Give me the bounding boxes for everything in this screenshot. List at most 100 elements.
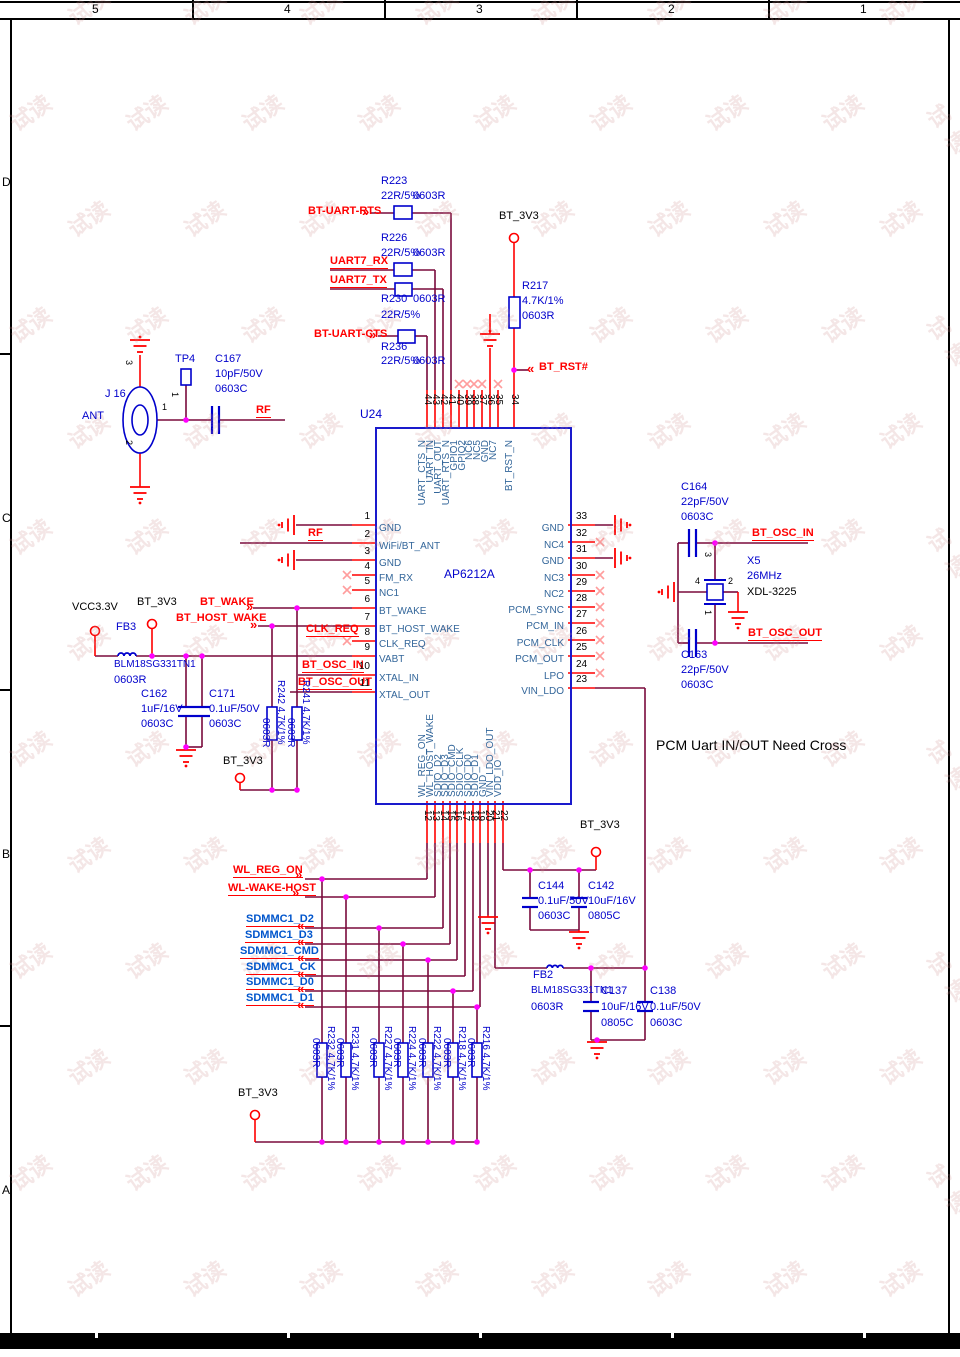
res-r217-fp: 0603R xyxy=(522,310,555,322)
chevron: « xyxy=(297,934,305,949)
frame-right-line xyxy=(948,18,950,1333)
chevron: » xyxy=(246,599,254,614)
res-r236-fp: 0603R xyxy=(413,355,446,367)
net-sdmmc1-d1: SDMMC1_D1 xyxy=(246,992,314,1006)
zone-left-D: D xyxy=(2,175,11,189)
resistor-body xyxy=(340,1042,352,1078)
pin-name-9: VABT xyxy=(379,654,405,665)
no-connect-x xyxy=(493,379,503,389)
frame-bottom-bar xyxy=(0,1333,960,1349)
resistor-body xyxy=(394,282,413,297)
frame-notch xyxy=(671,1333,674,1338)
ic-body-u24 xyxy=(375,427,572,805)
ground-symbol xyxy=(486,931,490,935)
chevron: « xyxy=(527,361,535,376)
pin-name-10: XTAL_IN xyxy=(379,673,419,684)
power-port xyxy=(249,1109,261,1121)
pin-number-3: 3 xyxy=(364,546,370,557)
cap-c167: C167 xyxy=(215,353,242,365)
net-bt-uart-cts: BT-UART-CTS xyxy=(314,328,388,340)
net-bt-uart-rts: BT-UART-RTS xyxy=(308,205,382,217)
junction-dot xyxy=(588,965,594,971)
chevron: « xyxy=(297,997,305,1012)
res-r226: R226 xyxy=(381,232,408,244)
frame-tick xyxy=(0,1025,10,1027)
pin-num: 1 xyxy=(703,610,713,616)
resistor-body xyxy=(397,1042,409,1078)
chevron: » xyxy=(250,617,258,632)
pin-name-4: FM_RX xyxy=(379,573,413,584)
pin-number-5: 5 xyxy=(364,576,370,587)
pin-name-35: NC7 xyxy=(488,440,499,461)
resistor-body xyxy=(447,1042,459,1078)
cap-c163-fp: 0603C xyxy=(681,679,714,691)
res-r224-fp: 0603R xyxy=(391,1038,402,1068)
zone-left-A: A xyxy=(2,1183,11,1197)
pwr-vcc33: VCC3.3V xyxy=(72,601,118,613)
pin-number-25: 25 xyxy=(576,642,588,653)
res-r223: R223 xyxy=(381,175,408,187)
cap-c163-value: 22pF/50V xyxy=(681,664,729,676)
frame-top-inner-line xyxy=(0,18,960,20)
res-r231-fp: 0603R xyxy=(334,1038,345,1068)
cap-c164: C164 xyxy=(681,481,708,493)
pin-number-1: 1 xyxy=(364,511,370,522)
pin-num: 4 xyxy=(695,576,701,586)
junction-dot xyxy=(474,1004,480,1010)
net-wl-wake-host: WL-WAKE-HOST xyxy=(228,882,316,896)
junction-dot xyxy=(199,653,205,659)
pin-number-32: 32 xyxy=(576,528,588,539)
cap-c164-fp: 0603C xyxy=(681,511,714,523)
no-connect-x xyxy=(342,585,352,595)
pin-name-30: NC3 xyxy=(543,573,564,584)
fb2-value: BLM18SG331TN1 xyxy=(531,985,613,996)
pin-number-30: 30 xyxy=(576,561,588,572)
junction-dot xyxy=(183,417,189,423)
junction-dot xyxy=(425,1139,431,1145)
ic-designator: U24 xyxy=(360,407,383,421)
junction-dot xyxy=(294,787,300,793)
fb2: FB2 xyxy=(533,969,554,981)
res-r216: R216 4.7K/1% xyxy=(480,1026,491,1091)
frame-tick xyxy=(192,0,194,18)
pin-name-1: GND xyxy=(379,523,402,534)
resistor-body xyxy=(316,1042,328,1078)
pin-num: 3 xyxy=(124,360,134,366)
cap-c144-value: 0.1uF/50V xyxy=(538,895,589,907)
pin-name-29: NC2 xyxy=(543,589,564,600)
junction-dot xyxy=(400,1139,406,1145)
pin-number-28: 28 xyxy=(576,593,588,604)
fb3: FB3 xyxy=(116,621,137,633)
pin-number-4: 4 xyxy=(364,561,370,572)
ground-symbol xyxy=(277,558,281,562)
junction-dot xyxy=(376,1139,382,1145)
pin-name-23: VIN_LDO xyxy=(521,686,564,697)
chevron: « xyxy=(297,950,305,965)
res-r224: R224 4.7K/1% xyxy=(406,1026,417,1091)
junction-dot xyxy=(319,1139,325,1145)
pin-name-34: BT_RST_N xyxy=(504,440,515,492)
antenna-symbol xyxy=(122,386,158,454)
inductor-coil xyxy=(546,964,564,969)
ground-symbol xyxy=(736,626,740,630)
net-bt-osc-out: BT_OSC_OUT xyxy=(748,627,822,641)
res-r222-fp: 0603R xyxy=(416,1038,427,1068)
net-sdmmc1-cmd: SDMMC1_CMD xyxy=(240,945,319,959)
pwr-bt3v3: BT_3V3 xyxy=(499,210,539,222)
junction-dot xyxy=(269,787,275,793)
junction-dot xyxy=(450,1139,456,1145)
pin-number-34: 34 xyxy=(509,394,520,406)
frame-notch xyxy=(95,1333,98,1338)
fb3-value: BLM18SG331TN1 xyxy=(114,659,196,670)
pin-number-26: 26 xyxy=(576,626,588,637)
no-connect-x xyxy=(595,651,605,661)
net-bt-host-wake: BT_HOST_WAKE xyxy=(176,612,267,624)
cap-c137: C137 xyxy=(601,985,628,997)
pin-name-24: LPO xyxy=(543,671,564,682)
cap-c142-value: 10uF/16V xyxy=(588,895,636,907)
res-r230: R230 xyxy=(381,293,408,305)
junction-dot xyxy=(343,894,349,900)
power-port xyxy=(89,625,101,637)
conn-ant: ANT xyxy=(82,410,104,422)
